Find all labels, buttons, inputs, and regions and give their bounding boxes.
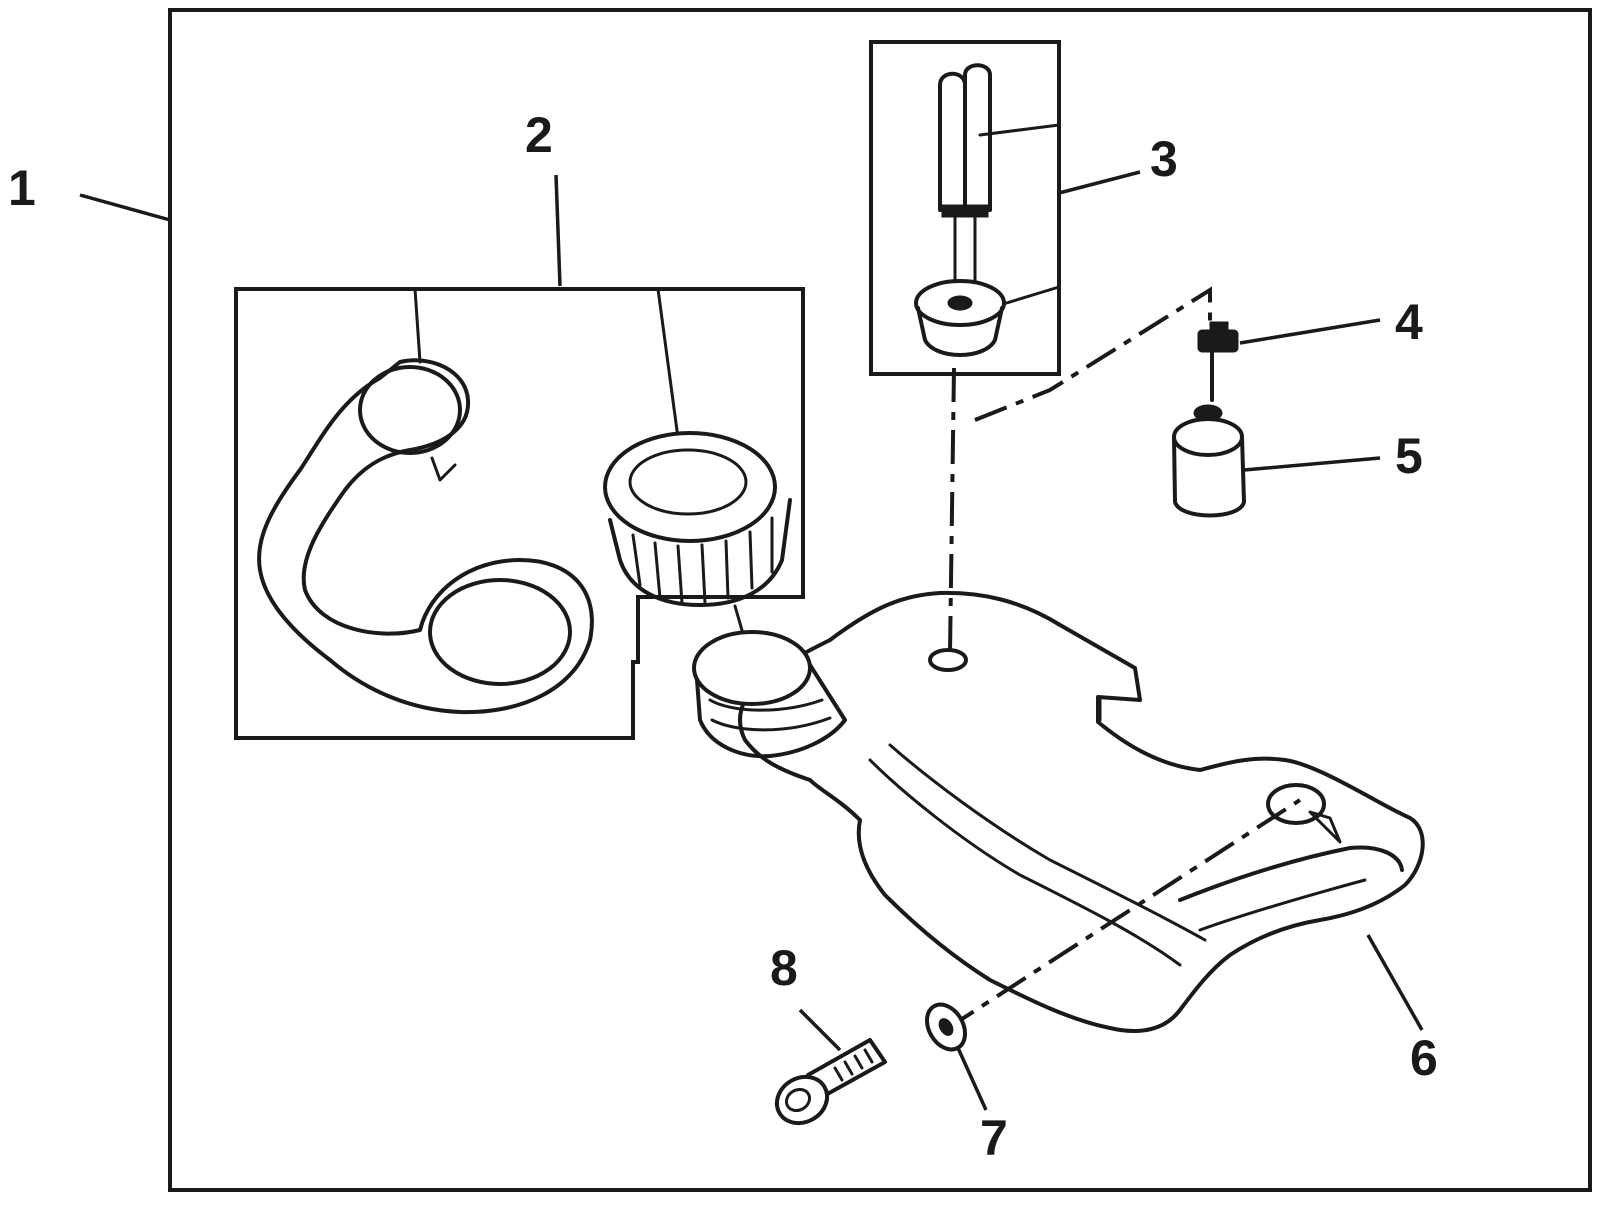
fuel-cap-inset-box: [234, 287, 805, 740]
callout-7: 7: [980, 1110, 1008, 1166]
bolt: [774, 1038, 887, 1126]
fuel-line: [938, 63, 992, 292]
leader-2-cap: [656, 287, 680, 440]
kit-outline-box: [168, 8, 1592, 1192]
leader-3-grommet: [998, 285, 1061, 307]
leader-1: [79, 193, 171, 222]
leader-3: [1058, 170, 1141, 195]
callout-4: 4: [1395, 294, 1423, 350]
fuel-line-centerline: [948, 367, 956, 653]
leader-4: [1239, 318, 1381, 345]
leader-5: [1243, 456, 1381, 472]
leader-7: [956, 1047, 988, 1111]
callout-5: 5: [1395, 428, 1423, 484]
grommet: [914, 279, 1006, 357]
callout-2: 2: [525, 107, 553, 163]
fuel-cap: [603, 431, 792, 607]
leader-3-line: [978, 123, 1061, 137]
retainer-strap: [257, 358, 594, 715]
bolt-centerline: [943, 798, 1302, 1032]
leader-6: [1366, 934, 1424, 1031]
washer: [925, 1002, 967, 1052]
callout-1: 1: [8, 160, 36, 216]
callout-3: 3: [1150, 131, 1178, 187]
fuel-tank: [692, 590, 1425, 1033]
fuel-filter-fitting: [1197, 321, 1239, 402]
leader-2-strap: [413, 287, 422, 364]
callout-8: 8: [770, 940, 798, 996]
filter-route-line: [974, 286, 1212, 422]
callout-6: 6: [1410, 1030, 1438, 1086]
leader-8: [798, 1008, 842, 1052]
fuel-line-inset-box: [869, 40, 1061, 376]
leader-2: [554, 174, 562, 287]
fuel-filter: [1172, 404, 1246, 518]
